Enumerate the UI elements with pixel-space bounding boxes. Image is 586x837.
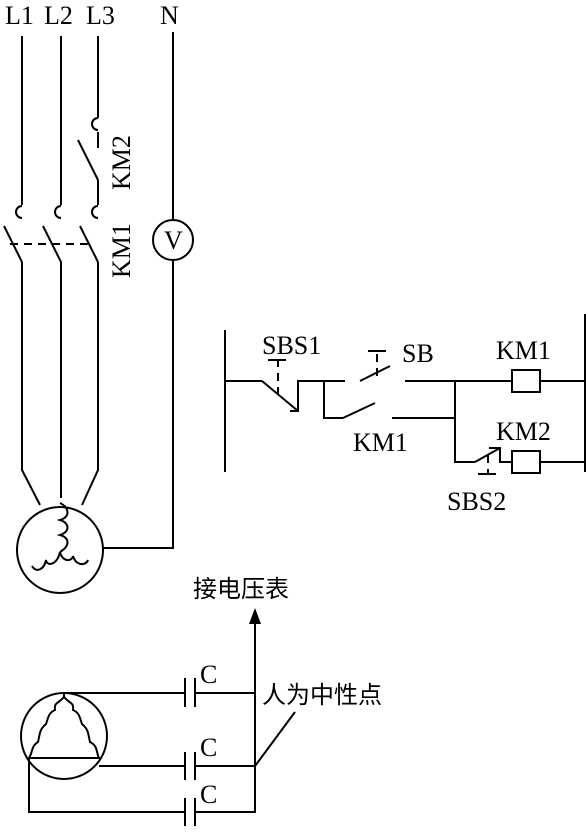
km1-coil	[511, 369, 541, 393]
voltmeter-label: V	[164, 226, 183, 255]
km2-branch-left	[454, 418, 475, 463]
hold-right-lead	[392, 381, 456, 419]
motor-winding-c	[59, 551, 89, 566]
label-sbs2: SBS2	[447, 487, 506, 516]
motor	[16, 506, 104, 594]
label-l1: L1	[5, 1, 34, 30]
wire-c3-left	[28, 758, 185, 813]
label-n: N	[160, 1, 179, 30]
sbs1-right-lead	[290, 380, 345, 412]
sb-contact	[359, 365, 391, 382]
label-sbs1: SBS1	[262, 331, 321, 360]
wire-n-bottom	[104, 260, 174, 549]
label-km1-hold: KM1	[353, 428, 408, 457]
motor-winding-a	[56, 502, 69, 553]
wire-c3-right	[195, 766, 256, 813]
label-cap3: C	[200, 780, 217, 809]
fixed-contact-l3	[91, 205, 99, 219]
label-artificial-neutral: 人为中性点	[262, 681, 382, 709]
switch-blade-l3	[79, 225, 99, 263]
switch-blade-km2	[77, 139, 99, 181]
neutral-point-leader	[254, 711, 296, 767]
power-circuit: L1 L2 L3 N KM1 KM2 V	[3, 1, 194, 594]
label-km2-main: KM2	[107, 135, 136, 190]
label-km1-main: KM1	[107, 223, 136, 278]
motor-2	[20, 692, 108, 780]
label-l2: L2	[44, 1, 73, 30]
neutral-circuit: 接电压表 C C C 人为中性点	[20, 575, 382, 826]
label-cap1: C	[200, 660, 217, 689]
label-km1-coil: KM1	[496, 336, 551, 365]
label-sb: SB	[402, 339, 434, 368]
label-km2-coil: KM2	[496, 417, 551, 446]
km1-hold-contact	[342, 402, 376, 419]
label-l3: L3	[86, 1, 115, 30]
wire-c1-left	[63, 692, 185, 697]
wire-l3	[81, 36, 99, 506]
fixed-contact-l1	[15, 205, 23, 219]
sbs2-right-lead	[489, 447, 512, 463]
wire-l1	[21, 36, 41, 506]
km2-coil	[511, 450, 541, 474]
label-to-voltmeter: 接电压表	[193, 575, 289, 603]
motor-2-delta-winding	[27, 696, 101, 759]
motor-winding-b	[31, 551, 61, 571]
fixed-contact-km2	[91, 117, 99, 131]
label-cap2: C	[200, 733, 217, 762]
hold-left-lead	[323, 381, 343, 419]
arrow-head	[249, 608, 261, 624]
fixed-contact-l2	[54, 205, 62, 219]
sbs1-contact	[261, 380, 299, 412]
control-circuit: SBS1 SB KM1 KM1 KM2 SBS2	[224, 314, 586, 516]
